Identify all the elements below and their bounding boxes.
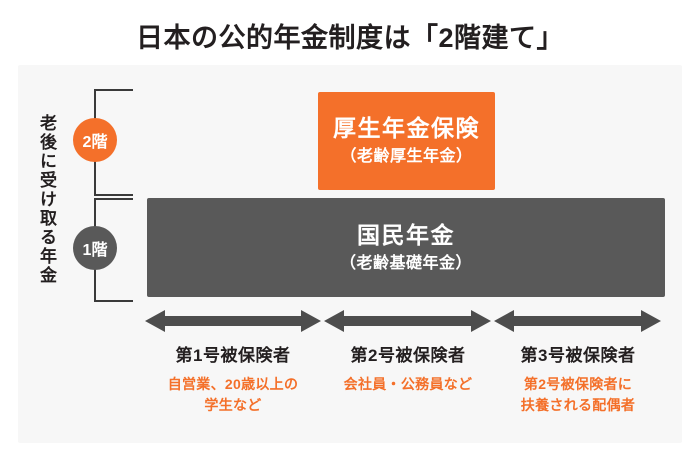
tier-2-name: 厚生年金保険 (333, 115, 480, 141)
tier-2-subtitle: （老齢厚生年金） (340, 148, 473, 165)
tier-box-employees-pension: 厚生年金保険 （老齢厚生年金） (318, 92, 495, 190)
category-column-2: 第2号被保険者 会社員・公務員など (322, 344, 494, 395)
category-2-title: 第2号被保険者 (350, 346, 466, 365)
double-arrow-category-3 (494, 310, 661, 332)
category-2-desc-line-1: 会社員・公務員など (343, 376, 473, 392)
tier-box-national-pension: 国民年金 （老齢基礎年金） (147, 198, 665, 297)
category-1-description: 自営業、20歳以上の 学生など (140, 374, 326, 416)
tier-1-subtitle: （老齢基礎年金） (339, 254, 472, 272)
category-column-1: 第1号被保険者 自営業、20歳以上の 学生など (140, 344, 326, 416)
category-2-description: 会社員・公務員など (322, 374, 494, 395)
floor-badge-2: 2階 (73, 118, 117, 162)
category-1-desc-line-1: 自営業、20歳以上の (167, 376, 299, 392)
category-1-desc-line-2: 学生など (204, 397, 262, 413)
category-3-description: 第2号被保険者に 扶養される配偶者 (492, 374, 664, 416)
double-arrow-category-2 (324, 310, 491, 332)
category-3-title: 第3号被保険者 (520, 346, 636, 365)
category-1-title: 第1号被保険者 (175, 346, 291, 365)
page-title: 日本の公的年金制度は「2階建て」 (135, 23, 564, 53)
category-3-desc-line-2: 扶養される配偶者 (520, 397, 636, 413)
category-column-3: 第3号被保険者 第2号被保険者に 扶養される配偶者 (492, 344, 664, 416)
double-arrow-category-1 (145, 310, 321, 332)
vertical-caption-pension-received: 老後に受け取る年金 (37, 114, 56, 285)
tier-1-name: 国民年金 (357, 221, 455, 248)
category-3-desc-line-1: 第2号被保険者に (523, 376, 633, 392)
floor-badge-1: 1階 (73, 226, 117, 270)
